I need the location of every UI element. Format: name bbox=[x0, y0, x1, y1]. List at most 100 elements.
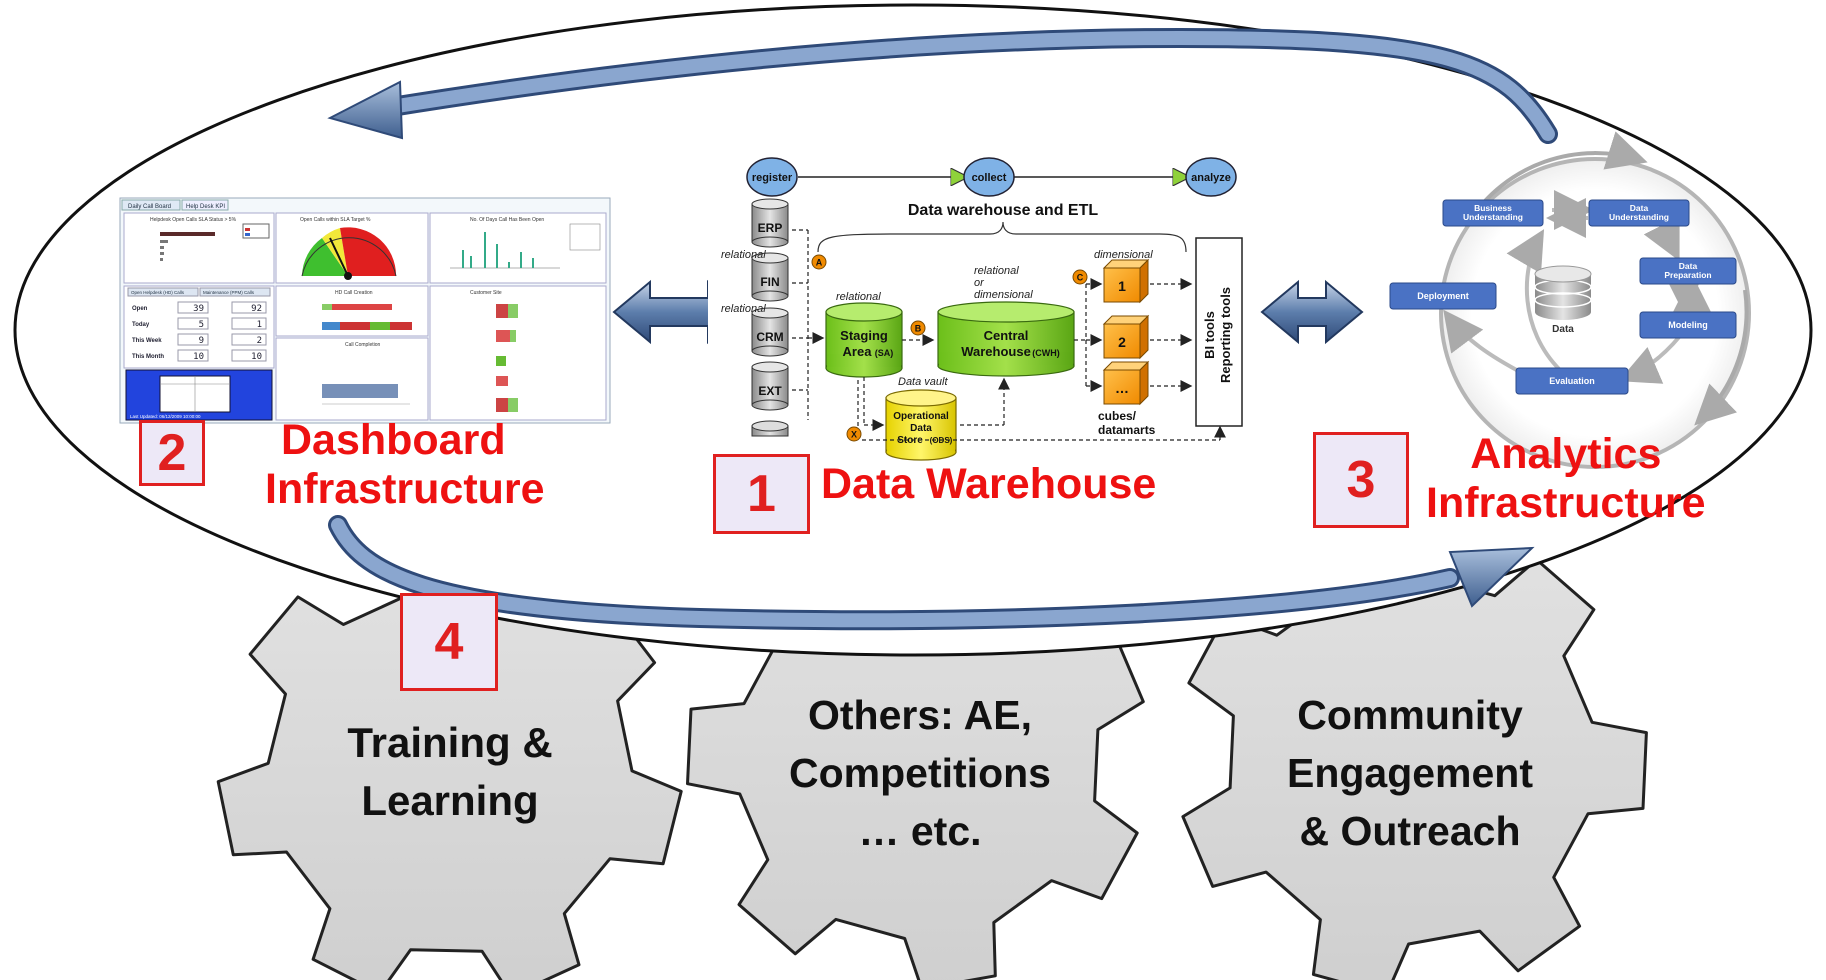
dashboard-label: Dashboard Infrastructure bbox=[265, 416, 545, 514]
source-cylinder-ext: EXT bbox=[751, 361, 789, 411]
relational-label-1: relational bbox=[721, 249, 766, 261]
gear-community-line-1: Community bbox=[1297, 692, 1523, 738]
gear-others-line-3: … etc. bbox=[858, 808, 982, 854]
svg-text:Deployment: Deployment bbox=[1417, 291, 1469, 301]
flow-node-analyze bbox=[1185, 157, 1237, 197]
source-label-erp: ERP bbox=[758, 221, 783, 235]
dashboard-screenshot: Daily Call Board Help Desk KPI Helpdesk … bbox=[119, 197, 611, 424]
warehouse-title: Data warehouse and ETL bbox=[908, 202, 1098, 219]
dash-row-label: This Month bbox=[132, 354, 164, 360]
staging-label: relational bbox=[836, 291, 881, 303]
ods-cylinder: Data vault Operational Data Store (ODS) bbox=[885, 376, 957, 461]
svg-text:Preparation: Preparation bbox=[1664, 270, 1711, 280]
central-warehouse-cylinder: relational or dimensional Central Wareho… bbox=[937, 265, 1075, 377]
dash-chart-title-1: Helpdesk Open Calls SLA Status > 5% bbox=[150, 217, 237, 223]
marker-label-a: A bbox=[816, 258, 823, 268]
central-abbr: (CWH) bbox=[1032, 348, 1060, 358]
central-label-1: relational bbox=[974, 265, 1019, 277]
gear-community bbox=[1181, 522, 1648, 980]
central-name-1: Central bbox=[984, 328, 1029, 343]
source-cylinder-erp: ERP bbox=[751, 198, 789, 248]
flow-node-register bbox=[746, 157, 798, 197]
central-label-2: or bbox=[974, 277, 985, 289]
cycle-step-evaluation: Evaluation bbox=[1515, 367, 1629, 395]
cube-2: 2 bbox=[1102, 314, 1150, 360]
central-label-3: dimensional bbox=[974, 289, 1033, 301]
gear-training-line-2: Learning bbox=[361, 777, 539, 824]
dashboard-tab-1[interactable]: Daily Call Board bbox=[128, 204, 171, 210]
gear3-shape bbox=[1181, 522, 1648, 980]
dash-chart-title-2: Open Calls within SLA Target % bbox=[300, 217, 371, 223]
marker-b bbox=[910, 320, 926, 336]
analytics-cycle-diagram: BusinessUnderstandingDataUnderstandingDa… bbox=[1389, 131, 1751, 469]
staging-area-cylinder: relational Staging Area (SA) bbox=[825, 291, 903, 378]
data-warehouse-label: Data Warehouse bbox=[821, 460, 1157, 508]
dash-chart-title-6: Call Completion bbox=[345, 342, 381, 348]
dashboard-label-line-1: Dashboard bbox=[281, 416, 506, 464]
source-cylinder-fin: FIN bbox=[751, 252, 789, 302]
analytics-label-line-1: Analytics bbox=[1470, 430, 1662, 478]
section-number-4: 4 bbox=[400, 593, 498, 691]
dimensional-label: dimensional bbox=[1094, 249, 1153, 261]
gear-community-text: Community Engagement & Outreach bbox=[1245, 686, 1575, 860]
reporting-tools-label: Reporting tools bbox=[1218, 287, 1233, 383]
svg-text:Understanding: Understanding bbox=[1609, 212, 1669, 222]
dash-row-value-b: 10 bbox=[251, 352, 262, 362]
cube-1: 1 bbox=[1102, 258, 1150, 304]
dash-table-header-1: Open Helpdesk (HD) Calls bbox=[131, 290, 185, 295]
cycle-center-label: Data bbox=[1552, 324, 1574, 335]
gear-others-line-2: Competitions bbox=[789, 750, 1051, 796]
svg-text:Evaluation: Evaluation bbox=[1549, 376, 1595, 386]
cubes-caption-2: datamarts bbox=[1098, 423, 1156, 437]
cube-label-2: 2 bbox=[1118, 334, 1126, 350]
central-name-2: Warehouse bbox=[961, 344, 1031, 359]
relational-label-2: relational bbox=[721, 303, 766, 315]
cube-label-1: 1 bbox=[1118, 278, 1126, 294]
marker-c bbox=[1072, 269, 1088, 285]
dash-chart-title-4: HD Call Creation bbox=[335, 290, 373, 296]
gear-others-line-1: Others: AE, bbox=[807, 692, 1033, 738]
gear-community-line-2: Engagement bbox=[1286, 750, 1534, 796]
ods-line-3: Store bbox=[897, 435, 923, 446]
svg-text:Business: Business bbox=[1474, 203, 1512, 213]
dashboard-label-line-2: Infrastructure bbox=[265, 465, 545, 513]
marker-label-b: B bbox=[915, 324, 922, 334]
source-cylinder-partial-top bbox=[751, 420, 789, 432]
cubes-caption-1: cubes/ bbox=[1098, 409, 1137, 423]
svg-text:Understanding: Understanding bbox=[1463, 212, 1523, 222]
staging-name-2: Area bbox=[843, 344, 873, 359]
top-curved-arrow-shaft bbox=[378, 30, 1555, 141]
source-cylinder-crm: CRM bbox=[751, 307, 789, 357]
dashboard-tab-2[interactable]: Help Desk KPI bbox=[186, 204, 225, 210]
dash-row-value-b: 2 bbox=[257, 336, 262, 346]
bottom-curved-arrowhead bbox=[1448, 546, 1535, 608]
marker-label-x: X bbox=[851, 430, 857, 440]
ods-label: Data vault bbox=[898, 376, 948, 388]
flow-node-collect bbox=[963, 157, 1015, 197]
ods-line-2: Data bbox=[910, 423, 932, 434]
bottom-curved-arrow-shaft bbox=[331, 518, 1457, 628]
bi-tools-box bbox=[1195, 237, 1243, 427]
gear-others-text: Others: AE, Competitions … etc. bbox=[750, 686, 1090, 860]
gear-training-text: Training & Learning bbox=[300, 714, 600, 830]
ods-line-1: Operational bbox=[893, 411, 949, 422]
dash-chart-title-5: Customer Site bbox=[470, 290, 502, 296]
section-number-1: 1 bbox=[713, 454, 810, 534]
marker-label-c: C bbox=[1077, 273, 1084, 283]
flow-label-collect: collect bbox=[972, 172, 1007, 184]
gear-community-line-3: & Outreach bbox=[1299, 808, 1521, 854]
dash-row-value-a: 5 bbox=[199, 320, 204, 330]
svg-text:Data: Data bbox=[1630, 203, 1649, 213]
source-label-crm: CRM bbox=[756, 330, 783, 344]
dash-table-header-2: Maintenance (PPM) Calls bbox=[203, 290, 255, 295]
analytics-label-line-2: Infrastructure bbox=[1426, 479, 1706, 527]
source-label-fin: FIN bbox=[760, 275, 779, 289]
source-label-ext: EXT bbox=[758, 384, 782, 398]
dash-row-label: Today bbox=[132, 322, 150, 328]
cycle-step-modeling: Modeling bbox=[1639, 311, 1737, 339]
section-number-3: 3 bbox=[1313, 432, 1409, 528]
staging-name-1: Staging bbox=[840, 328, 888, 343]
cube-3: … bbox=[1102, 360, 1150, 406]
